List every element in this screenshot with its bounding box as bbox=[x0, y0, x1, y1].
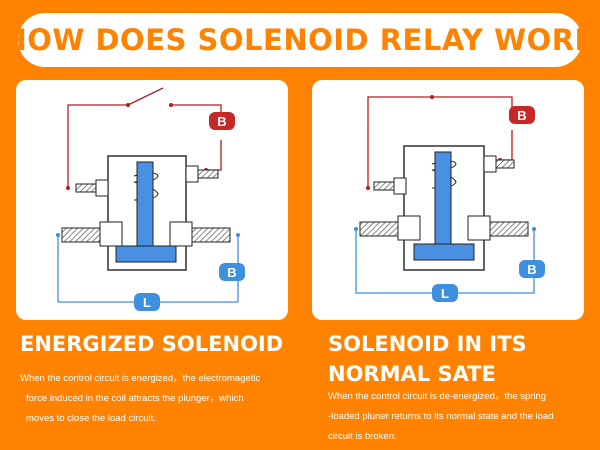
load-badge: L bbox=[432, 284, 458, 302]
description-line: -loaded pluner returns to its normal sta… bbox=[328, 411, 554, 422]
relay-housing bbox=[403, 145, 485, 271]
badge-label: L bbox=[441, 286, 449, 301]
control-circuit-wire bbox=[206, 140, 222, 171]
title-banner: HOW DOES SOLENOID RELAY WORK bbox=[2, 13, 597, 67]
description-line: When the control circuit is energized，th… bbox=[20, 373, 261, 384]
description-line: force induced in the coil attracts the p… bbox=[26, 393, 244, 404]
load-badge: L bbox=[134, 293, 160, 311]
plunger-contact-disc bbox=[413, 243, 475, 261]
battery-badge-load: B bbox=[519, 260, 545, 278]
badge-label: B bbox=[517, 108, 526, 123]
normal-state-diagram-panel: B B L bbox=[312, 80, 584, 320]
heading-line: NORMAL SATE bbox=[328, 362, 496, 386]
plunger-contact-disc bbox=[115, 245, 177, 263]
coil bbox=[431, 160, 457, 189]
badge-label: B bbox=[527, 262, 536, 277]
normal-state-diagram: B B L bbox=[354, 95, 545, 302]
energized-diagram: B B L bbox=[56, 87, 245, 311]
badge-label: B bbox=[217, 114, 226, 129]
normal-state-description: When the control circuit is de-energized… bbox=[328, 387, 554, 447]
control-circuit-wire bbox=[367, 96, 513, 188]
battery-badge-load: B bbox=[219, 263, 245, 281]
energized-diagram-panel: B B L bbox=[16, 80, 288, 320]
badge-label: B bbox=[227, 265, 236, 280]
badge-label: L bbox=[143, 295, 151, 310]
control-switch bbox=[127, 87, 164, 106]
heading-line: SOLENOID IN ITS bbox=[328, 332, 527, 356]
plunger-shaft bbox=[434, 151, 452, 245]
energized-heading: ENERGIZED SOLENOID bbox=[20, 332, 284, 356]
description-line: circuit is broken. bbox=[328, 431, 397, 442]
coil bbox=[133, 172, 159, 201]
description-line: moves to close the load circuit. bbox=[26, 413, 156, 424]
control-circuit-wire bbox=[67, 104, 128, 188]
normal-state-heading: SOLENOID IN ITS NORMAL SATE bbox=[328, 329, 527, 389]
description-line: When the control circuit is de-energized… bbox=[328, 391, 547, 402]
relay-housing bbox=[107, 155, 187, 271]
battery-badge-control: B bbox=[509, 106, 535, 124]
control-circuit-wire bbox=[500, 130, 513, 161]
plunger-shaft bbox=[136, 161, 154, 247]
energized-description: When the control circuit is energized，th… bbox=[20, 369, 260, 429]
battery-badge-control: B bbox=[209, 112, 235, 130]
page-title: HOW DOES SOLENOID RELAY WORK bbox=[2, 23, 598, 57]
